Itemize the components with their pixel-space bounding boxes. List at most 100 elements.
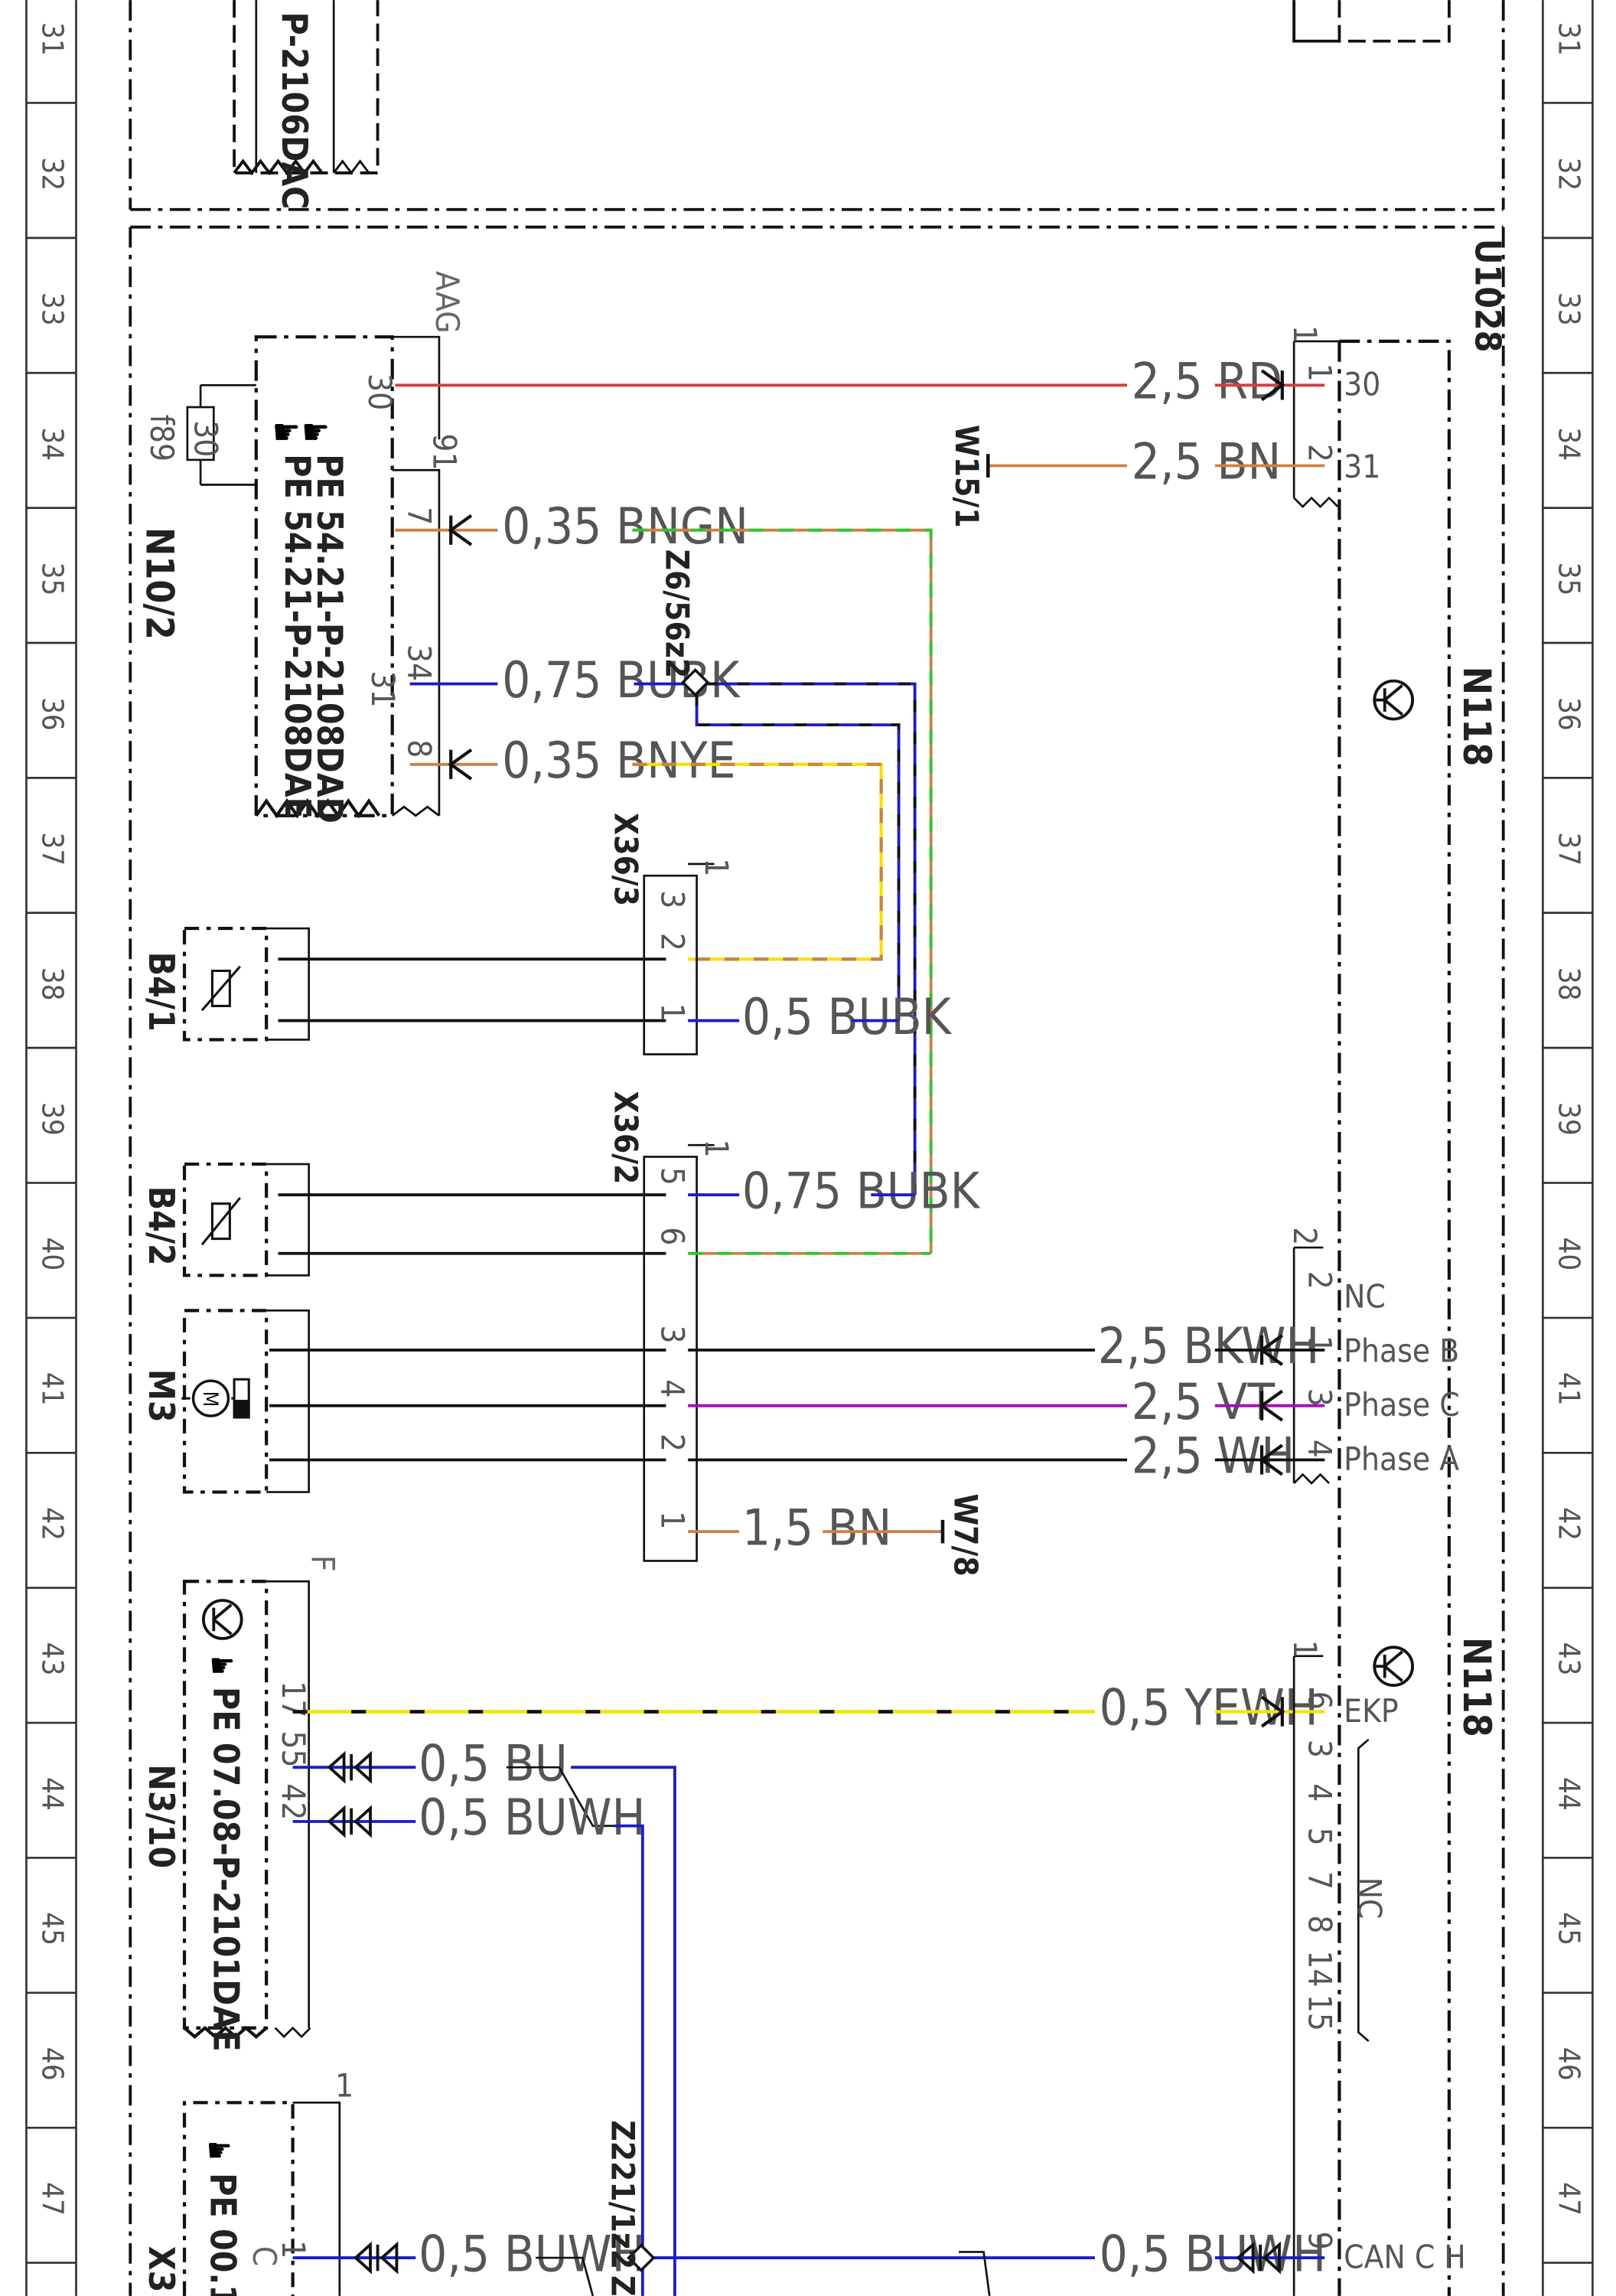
n3-10-module: ☛ PE 07.08-P-2101DAE N3/10 F 17 55 42 — [141, 1555, 341, 2052]
nc-label: NC — [1344, 1278, 1386, 1316]
wire-bn-15: 1,5 BN W7/8 — [688, 1493, 984, 1577]
row-number-right: 40 — [1551, 1238, 1585, 1271]
pin-label: 30 — [361, 373, 399, 410]
wire-yewh: 0,5 YEWH — [292, 1680, 1325, 1737]
row-number-left: 42 — [34, 1507, 69, 1541]
svg-text:2,5 BKWH: 2,5 BKWH — [1098, 1318, 1320, 1375]
transistor-icon — [1373, 679, 1415, 721]
partial-ref-top: P-2106DAC — [274, 11, 315, 209]
pin-label: 1 — [1286, 325, 1324, 344]
n118-lower-module: N118 1 6 3 4 5 7 8 14 15 EKP NC 9 CAN C … — [1286, 1637, 1499, 2296]
svg-text:0,5 BU: 0,5 BU — [419, 1735, 568, 1792]
hand-pointer-icon: ☛ — [272, 411, 301, 452]
row-number-right: 43 — [1551, 1642, 1585, 1676]
pin-label: 31 — [364, 670, 402, 707]
row-number-right: 33 — [1551, 292, 1585, 326]
fuse-30-label: 30 — [187, 420, 224, 457]
row-number-right: 41 — [1551, 1372, 1585, 1406]
pin-label: 1 — [1301, 364, 1338, 382]
svg-text:1: 1 — [698, 858, 735, 876]
bottom-partial-module: 1 ☛ PE 00.1 X3 C 1 — [141, 2067, 354, 2296]
m3-motor: M M3 — [141, 1309, 666, 1494]
svg-text:7: 7 — [1301, 1871, 1338, 1890]
wire-bu: 0,5 BU — [292, 1735, 676, 2296]
svg-text:1: 1 — [1286, 1640, 1324, 1658]
z-partial-label: Z — [604, 2275, 642, 2296]
svg-text:2: 2 — [654, 933, 692, 951]
z221-1z2-label: Z221/1z2 — [604, 2120, 642, 2269]
phase-b-label: Phase B — [1344, 1332, 1459, 1369]
wire-bubk-05: 0,5 BUBK — [688, 989, 953, 1046]
pe-07-08-label: PE 07.08-P-2101DAE — [205, 1687, 246, 2052]
wire-bn-31: 2,5 BN W15/1 — [948, 425, 1325, 528]
svg-text:3: 3 — [654, 890, 692, 908]
svg-text:14: 14 — [1301, 1950, 1338, 1987]
hand-pointer-icon: ☛ — [301, 411, 330, 452]
svg-text:1: 1 — [654, 1003, 692, 1022]
x3-partial-label: X3 — [141, 2246, 182, 2293]
svg-text:2,5 VT: 2,5 VT — [1132, 1374, 1276, 1431]
row-number-left: 36 — [34, 697, 69, 731]
u1028-label: U1028 — [1467, 239, 1508, 352]
row-number-left: 37 — [34, 832, 69, 866]
row-number-left: 33 — [34, 292, 69, 326]
w15-1-label: W15/1 — [948, 425, 986, 528]
nc-label-2: NC — [1350, 1877, 1388, 1919]
svg-text:2,5 RD: 2,5 RD — [1132, 354, 1282, 411]
svg-text:6: 6 — [654, 1227, 692, 1245]
svg-text:2,5 BN: 2,5 BN — [1132, 434, 1281, 491]
right-margin-grid — [1542, 0, 1594, 2296]
svg-text:5: 5 — [654, 1167, 692, 1186]
transistor-icon — [1373, 1645, 1415, 1687]
svg-text:0,35 BNGN: 0,35 BNGN — [502, 498, 748, 556]
pin-label: 34 — [401, 644, 438, 681]
pin-label: 91 — [425, 433, 463, 470]
wire-buwh-2: 0,5 BUWH Z221/1z2 Z — [292, 2120, 1095, 2296]
row-number-left: 32 — [34, 157, 69, 191]
svg-text:3: 3 — [654, 1325, 692, 1343]
wire-bnye: 0,35 BNYE — [409, 732, 883, 961]
pin-label: 2 — [1301, 444, 1338, 462]
wire-buwh-3: 0,5 BUWH — [1100, 2226, 1326, 2283]
b4-2-sensor: B4/2 — [141, 1162, 666, 1277]
svg-text:2: 2 — [1286, 1227, 1324, 1245]
n3-10-label: N3/10 — [141, 1764, 182, 1868]
z6-56z2-label: Z6/56z2 — [658, 550, 696, 679]
svg-text:15: 15 — [1301, 1994, 1338, 2031]
row-number-left: 47 — [34, 2182, 69, 2216]
wire-bkwh: 2,5 BKWH — [688, 1318, 1325, 1375]
svg-text:2: 2 — [654, 1433, 692, 1452]
svg-text:8: 8 — [1301, 1915, 1338, 1933]
ekp-label: EKP — [1344, 1692, 1399, 1730]
svg-text:4: 4 — [1301, 1783, 1338, 1802]
grid-ticks — [26, 102, 1593, 2264]
row-number-right: 42 — [1551, 1507, 1585, 1541]
phase-c-label: Phase C — [1344, 1386, 1460, 1424]
row-number-right: 45 — [1551, 1912, 1585, 1945]
pin-label: 8 — [401, 739, 438, 758]
row-number-left: 40 — [34, 1238, 69, 1271]
row-number-right: 31 — [1551, 22, 1585, 56]
svg-text:0,75 BUBK: 0,75 BUBK — [742, 1163, 981, 1220]
frame-u1028 — [129, 225, 1505, 2296]
svg-text:2: 2 — [1301, 1271, 1338, 1290]
svg-text:5: 5 — [1301, 1828, 1338, 1846]
row-number-right: 47 — [1551, 2182, 1585, 2216]
row-number-right: 44 — [1551, 1777, 1585, 1811]
row-number-left: 43 — [34, 1642, 69, 1676]
row-number-right: 46 — [1551, 2047, 1585, 2081]
n118-upper-module: 1 1 2 30 31 N118 — [1286, 325, 1499, 2296]
row-number-left: 35 — [34, 563, 69, 596]
top-partial-component: P-2106DAC — [233, 0, 380, 210]
svg-text:4: 4 — [1301, 1440, 1338, 1458]
row-number-left: 39 — [34, 1102, 69, 1136]
phase-a-label: Phase A — [1344, 1440, 1459, 1478]
svg-text:1: 1 — [275, 2240, 312, 2258]
x36-2-label: X36/2 — [607, 1091, 644, 1184]
svg-text:0,5 BUBK: 0,5 BUBK — [742, 989, 953, 1046]
wire-buwh-1: 0,5 BUWH — [292, 1789, 646, 2296]
pe-54-21-dad: PE 54.21-P-2108DAD — [309, 454, 350, 823]
svg-text:42: 42 — [275, 1783, 312, 1820]
